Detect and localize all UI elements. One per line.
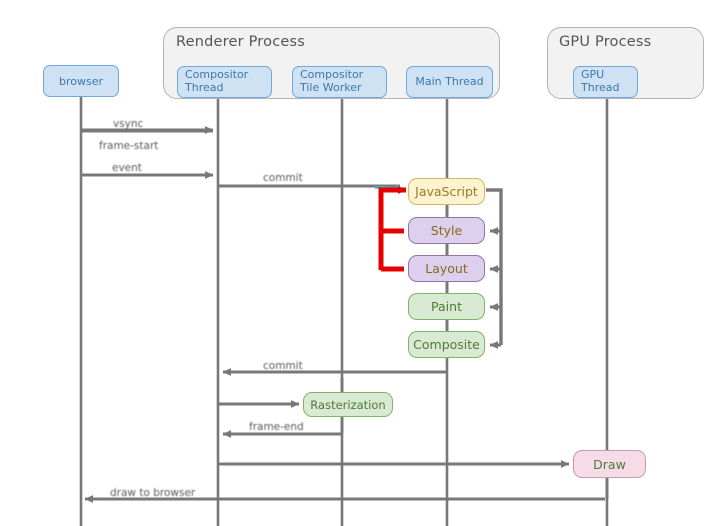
actor-browser[interactable]: browser: [43, 65, 119, 97]
lane-main-thread-label: Main Thread: [415, 74, 484, 88]
message-label-vsync: vsync: [113, 118, 144, 130]
message-label-frame-start: frame-start: [99, 140, 159, 152]
process-renderer-title: Renderer Process: [176, 34, 305, 50]
lane-compositor-tile-worker[interactable]: Compositor Tile Worker: [292, 66, 387, 98]
lane-gpu-thread-label: GPU Thread: [581, 68, 620, 94]
message-label-commit-bottom: commit: [263, 360, 303, 372]
stage-paint[interactable]: Paint: [408, 293, 485, 320]
pipeline-right-arrows: [489, 227, 501, 349]
lane-gpu-thread[interactable]: GPU Thread: [573, 66, 638, 98]
stage-composite[interactable]: Composite: [408, 331, 485, 358]
stage-layout[interactable]: Layout: [408, 255, 485, 282]
pipeline-right-bracket: [486, 188, 503, 345]
feedback-bracket-red: [378, 187, 404, 272]
message-label-frame-end: frame-end: [249, 421, 304, 433]
stage-draw[interactable]: Draw: [573, 450, 646, 478]
lane-compositor-thread[interactable]: Compositor Thread: [177, 66, 272, 98]
lane-main-thread[interactable]: Main Thread: [406, 66, 493, 98]
stage-style[interactable]: Style: [408, 217, 485, 244]
lane-compositor-thread-label: Compositor Thread: [185, 68, 249, 94]
lane-compositor-tile-worker-label: Compositor Tile Worker: [300, 68, 364, 94]
process-gpu-title: GPU Process: [559, 34, 652, 50]
stage-rasterization[interactable]: Rasterization: [303, 392, 393, 417]
message-label-draw-to-browser: draw to browser: [110, 487, 196, 499]
message-label-commit-top: commit: [263, 172, 303, 184]
message-label-event: event: [112, 162, 142, 174]
lifelines: [79, 97, 609, 526]
stage-javascript[interactable]: JavaScript: [408, 178, 485, 205]
